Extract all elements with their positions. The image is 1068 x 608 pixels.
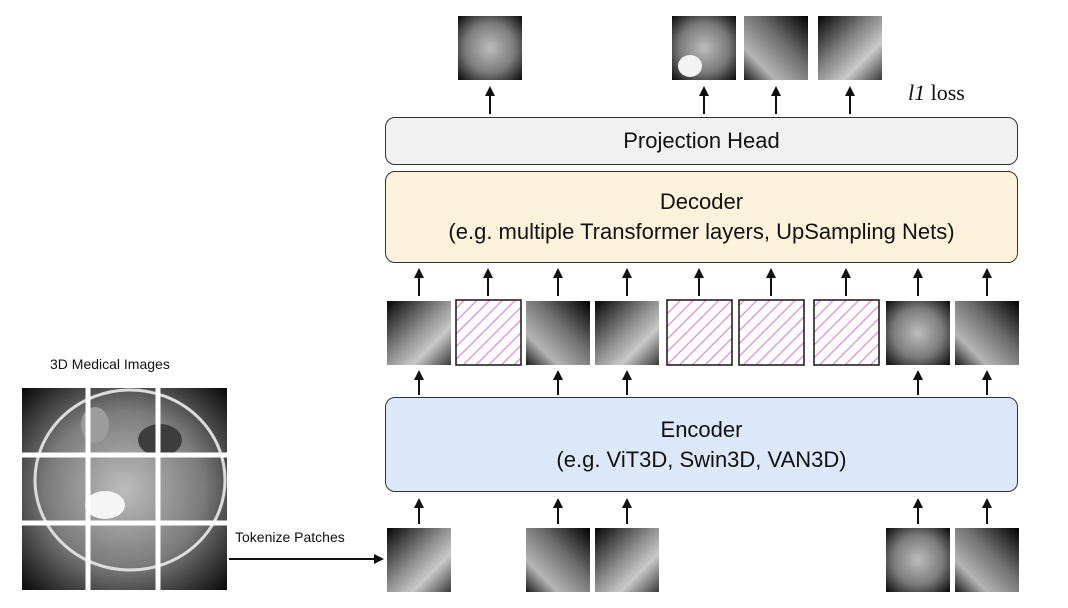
tokenize-label: Tokenize Patches <box>235 529 345 545</box>
masked-token <box>738 299 805 366</box>
token-to-decoder-arrows <box>414 268 992 296</box>
loss-word: loss <box>930 80 965 105</box>
masked-token <box>813 299 880 366</box>
visible-token <box>526 301 590 365</box>
encoder-title: Encoder <box>660 416 743 442</box>
masked-token <box>666 299 733 366</box>
token-sequence <box>387 299 1019 366</box>
input-token <box>886 528 950 592</box>
projection-to-output-arrows <box>485 86 855 114</box>
source-ct-volume <box>22 388 227 590</box>
decoder-subtitle: (e.g. multiple Transformer layers, UpSam… <box>448 219 955 244</box>
loss-label: l1 loss <box>908 80 965 106</box>
masked-token <box>455 299 522 366</box>
reconstructed-outputs <box>458 16 882 80</box>
input-token <box>595 528 659 592</box>
input-to-encoder-arrows <box>414 498 992 524</box>
input-token <box>955 528 1019 592</box>
ct-spine-bright-spot <box>85 491 125 519</box>
visible-token <box>886 301 950 365</box>
visible-token <box>955 301 1019 365</box>
reconstructed-patch <box>744 16 808 80</box>
source-images-title: 3D Medical Images <box>50 356 170 372</box>
reconstructed-bright-spot <box>678 55 702 77</box>
loss-subscript: 1 <box>914 80 926 105</box>
loss-symbol: l <box>908 80 915 105</box>
ct-slice-image <box>22 388 227 590</box>
input-tokens <box>387 528 1019 592</box>
reconstructed-patch <box>818 16 882 80</box>
projection-head-title: Projection Head <box>623 128 780 153</box>
visible-token <box>387 301 451 365</box>
input-token <box>387 528 451 592</box>
ct-body-outline <box>33 388 227 572</box>
decoder-block: Decoder (e.g. multiple Transformer layer… <box>385 171 1018 263</box>
decoder-title: Decoder <box>659 189 744 214</box>
encoder-subtitle: (e.g. ViT3D, Swin3D, VAN3D) <box>556 446 847 472</box>
projection-head-block: Projection Head <box>385 117 1018 165</box>
visible-token <box>595 301 659 365</box>
ct-kidney <box>81 407 109 443</box>
input-token <box>526 528 590 592</box>
encoder-to-token-arrows <box>414 370 992 395</box>
encoder-block: Encoder (e.g. ViT3D, Swin3D, VAN3D) <box>385 397 1018 492</box>
reconstructed-patch <box>458 16 522 80</box>
